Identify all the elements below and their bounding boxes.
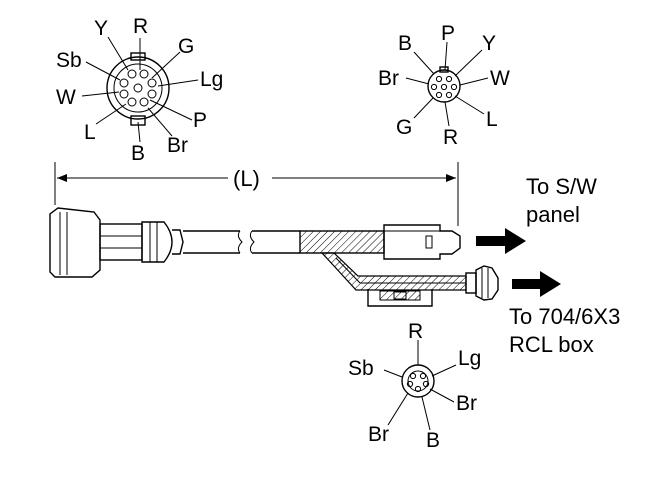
pin-label: B [131, 142, 145, 165]
pin-label: G [396, 116, 412, 139]
pin-label: Br [167, 134, 188, 157]
pin-label: Br [378, 67, 399, 90]
pin-label: B [398, 32, 412, 55]
pin-label: R [408, 320, 423, 343]
pin-label: Br [368, 423, 389, 446]
pin-label: W [56, 86, 76, 109]
cable-assembly [49, 207, 499, 307]
dimension-label: (L) [233, 166, 260, 191]
pin-label: P [193, 109, 207, 132]
pin-label: R [133, 15, 148, 38]
pin-label: P [441, 22, 455, 45]
pin-label: G [178, 35, 194, 58]
output-arrow-sw [476, 228, 526, 254]
dimension-line [54, 162, 459, 226]
output-arrow-rcl [512, 271, 561, 297]
connector-top-right [405, 41, 489, 127]
connector-bottom [383, 340, 457, 431]
rcl-box-label-line1: To 704/6X3 [509, 304, 620, 329]
pin-label: Sb [348, 357, 374, 380]
connector-bottom-labels: R Sb Lg Br Br B [348, 320, 481, 452]
pin-label: L [486, 108, 498, 131]
pin-label: R [443, 126, 458, 149]
sw-panel-label-line1: To S/W [526, 174, 597, 199]
connector-top-left-labels: Y R G Sb Lg W L P B Br [56, 15, 223, 165]
connector-top-right-labels: B P Y Br W G L R [378, 22, 510, 149]
pin-label: Lg [458, 347, 481, 370]
rcl-box-label-line2: RCL box [509, 332, 594, 357]
pin-label: Br [456, 392, 477, 415]
pin-label: Sb [56, 49, 82, 72]
pin-label: W [490, 67, 510, 90]
pin-label: B [426, 429, 440, 452]
pin-label: Y [482, 32, 496, 55]
pin-label: Lg [200, 68, 223, 91]
connector-top-left [81, 36, 199, 143]
pin-label: L [84, 121, 96, 144]
sw-panel-label-line2: panel [526, 202, 580, 227]
pin-label: Y [94, 17, 108, 40]
